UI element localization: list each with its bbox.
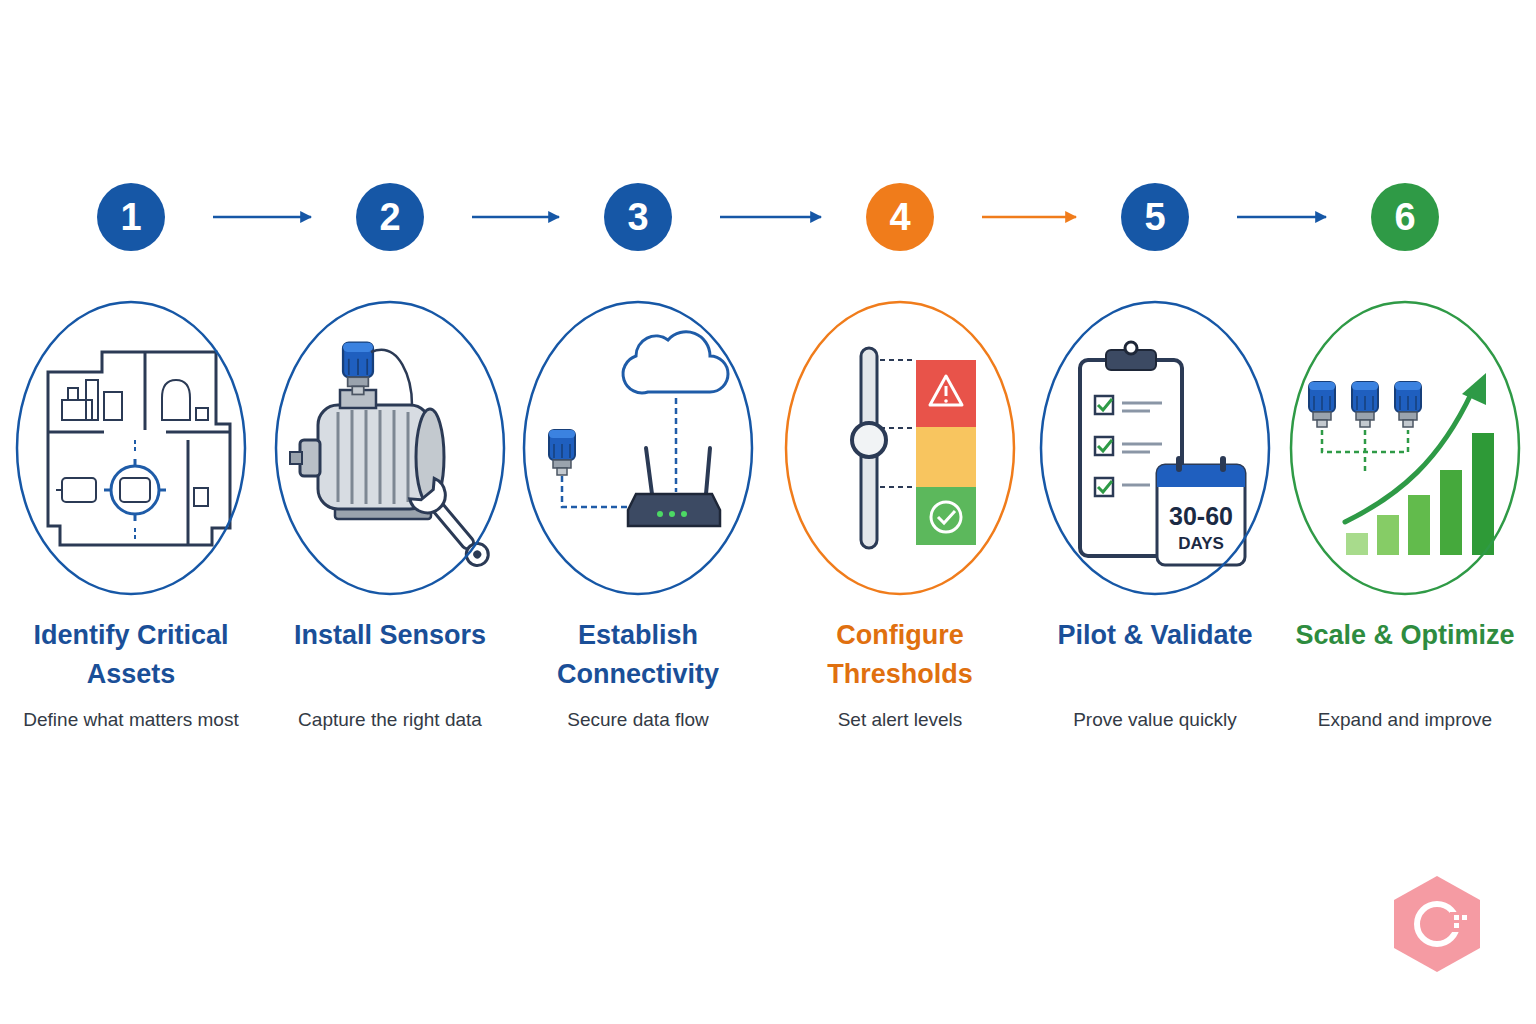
step-number-circle: 5 (1121, 183, 1189, 251)
step-title: Identify Critical Assets (1, 616, 261, 694)
step-arrow (472, 216, 559, 219)
step-number-circle: 1 (97, 183, 165, 251)
connectivity-icon (549, 332, 728, 526)
step-title: Configure Thresholds (770, 616, 1030, 694)
oval-border (276, 302, 504, 594)
scale-icon (1309, 373, 1494, 555)
step-title: Pilot & Validate (1025, 616, 1285, 655)
step-number: 3 (627, 197, 648, 237)
step-description: Expand and improve (1275, 705, 1535, 735)
oval-border (17, 302, 245, 594)
oval-border (786, 302, 1014, 594)
oval-outline (274, 300, 506, 596)
motor-icon (290, 343, 498, 575)
step-description: Prove value quickly (1025, 705, 1285, 735)
step-title: Establish Connectivity (508, 616, 768, 694)
step-title: Install Sensors (260, 616, 520, 655)
step-description: Capture the right data (260, 705, 520, 735)
oval-border (1291, 302, 1519, 594)
step-description: Secure data flow (508, 705, 768, 735)
step-number-circle: 2 (356, 183, 424, 251)
watermark-logo (1394, 876, 1480, 972)
step-arrow (1237, 216, 1326, 219)
step-number: 4 (889, 197, 910, 237)
step-arrow (213, 216, 311, 219)
oval-outline (1289, 300, 1521, 596)
step-description: Define what matters most (1, 705, 261, 735)
oval-outline (784, 300, 1016, 596)
step-number: 6 (1394, 197, 1415, 237)
step-oval: Install SensorsCapture the right data (274, 300, 506, 596)
step-oval: Establish ConnectivitySecure data flow (522, 300, 754, 596)
oval-border (1041, 302, 1269, 594)
step-number: 5 (1144, 197, 1165, 237)
calendar-days-unit: DAYS (1178, 535, 1224, 552)
step-arrow (720, 216, 821, 219)
oval-outline (15, 300, 247, 596)
step-number: 1 (120, 197, 141, 237)
step-title: Scale & Optimize (1275, 616, 1535, 655)
step-description: Set alert levels (770, 705, 1030, 735)
step-number-circle: 4 (866, 183, 934, 251)
calendar-days-number: 30-60 (1169, 504, 1233, 529)
step-arrow (982, 216, 1076, 219)
step-oval: Identify Critical AssetsDefine what matt… (15, 300, 247, 596)
oval-outline (1039, 300, 1271, 596)
step-oval: Scale & OptimizeExpand and improve (1289, 300, 1521, 596)
step-oval: Pilot & ValidateProve value quickly (1039, 300, 1271, 596)
step-number-circle: 3 (604, 183, 672, 251)
step-oval: Configure ThresholdsSet alert levels (784, 300, 1016, 596)
step-number-circle: 6 (1371, 183, 1439, 251)
threshold-icon (852, 348, 976, 548)
oval-outline (522, 300, 754, 596)
pilot-icon (1080, 342, 1245, 565)
floor-plan-icon (48, 352, 230, 545)
step-number: 2 (379, 197, 400, 237)
oval-border (524, 302, 752, 594)
